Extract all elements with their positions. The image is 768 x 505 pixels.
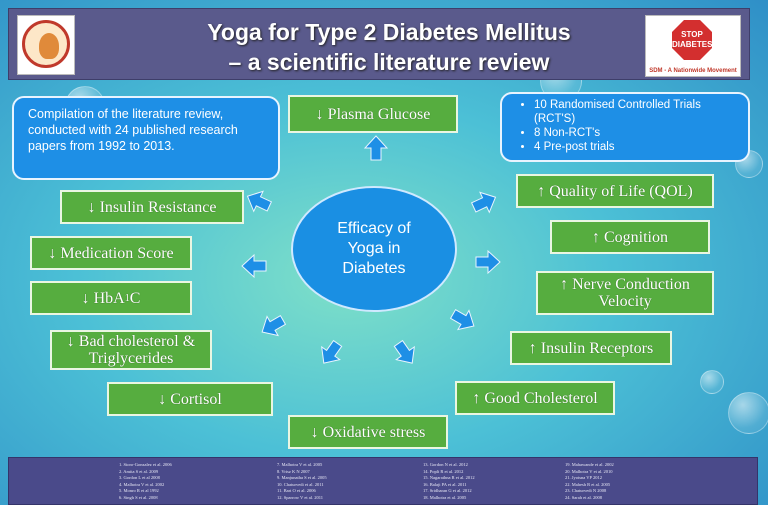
arrow-icon	[364, 135, 388, 161]
outcome-cortisol: ↓ Cortisol	[107, 382, 273, 416]
arrow-icon	[475, 250, 501, 274]
study-types-box: 10 Randomised Controlled Trials (RCT'S) …	[500, 92, 750, 162]
stop-sign-icon: STOP DIABETES	[672, 20, 712, 60]
outcome-cognition: ↑ Cognition	[550, 220, 710, 254]
arrow-icon	[447, 303, 480, 337]
outcome-insulin-receptors: ↑ Insulin Receptors	[510, 331, 672, 365]
arrow-icon	[468, 186, 501, 218]
outcome-oxidative-stress: ↓ Oxidative stress	[288, 415, 448, 449]
decorative-bubble	[728, 392, 768, 434]
review-summary-box: Compilation of the literature review, co…	[12, 96, 280, 180]
title-banner: Yoga for Type 2 Diabetes Mellitus – a sc…	[8, 8, 750, 80]
logo-caption: SDM - A Nationwide Movement	[649, 68, 737, 74]
center-node: Efficacy of Yoga in Diabetes	[291, 186, 457, 312]
arrow-icon	[256, 309, 289, 343]
study-type-item: 10 Randomised Controlled Trials (RCT'S)	[534, 98, 738, 126]
outcome-insulin-resistance: ↓ Insulin Resistance	[60, 190, 244, 224]
arrow-icon	[242, 185, 275, 217]
outcome-medication-score: ↓ Medication Score	[30, 236, 192, 270]
institution-logo	[17, 15, 75, 75]
study-type-item: 4 Pre-post trials	[534, 140, 738, 154]
arrow-icon	[241, 254, 267, 278]
arrow-icon	[388, 336, 422, 370]
decorative-bubble	[700, 370, 724, 394]
outcome-good-cholesterol: ↑ Good Cholesterol	[455, 381, 615, 415]
stop-diabetes-logo: STOP DIABETES SDM - A Nationwide Movemen…	[645, 15, 741, 77]
study-type-item: 8 Non-RCT's	[534, 126, 738, 140]
outcome-plasma-glucose: ↓ Plasma Glucose	[288, 95, 458, 133]
outcome-quality-of-life: ↑ Quality of Life (QOL)	[516, 174, 714, 208]
page-title: Yoga for Type 2 Diabetes Mellitus – a sc…	[207, 19, 571, 75]
outcome-bad-cholesterol: ↓ Bad cholesterol &Triglycerides	[50, 330, 212, 370]
arrow-icon	[314, 336, 348, 370]
